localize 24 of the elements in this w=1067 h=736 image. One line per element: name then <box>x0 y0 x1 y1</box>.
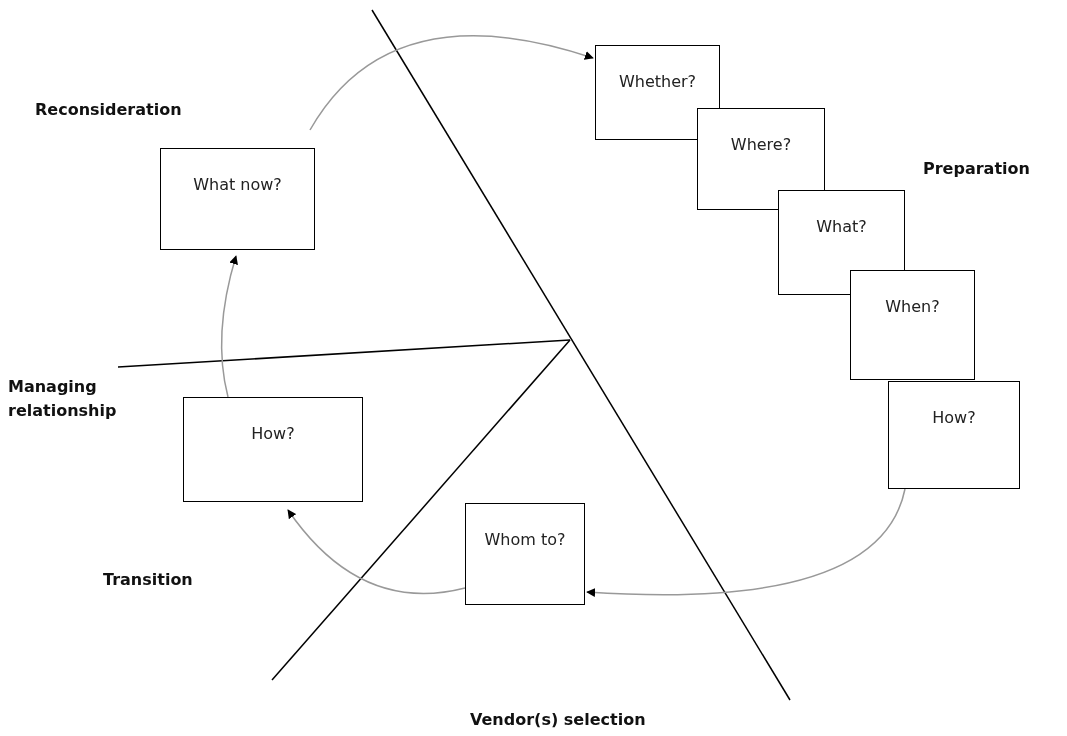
question-text: What? <box>816 217 867 236</box>
question-box <box>465 503 585 605</box>
question-box <box>888 381 1020 489</box>
question-text: How? <box>251 424 295 443</box>
stage-label: Managing relationship <box>8 376 118 422</box>
stage-label: Vendor(s) selection <box>470 709 647 731</box>
question-box <box>160 148 315 250</box>
stage-label: Transition <box>103 569 194 591</box>
question-text: When? <box>885 297 940 316</box>
stage-label: Preparation <box>923 158 1031 180</box>
curved-arrow <box>220 255 239 398</box>
curved-arrow <box>586 488 906 597</box>
question-text: What now? <box>193 175 282 194</box>
curved-arrow <box>287 509 466 595</box>
question-text: Whether? <box>618 72 697 91</box>
question-text: How? <box>932 408 976 427</box>
curved-arrow <box>309 35 594 131</box>
question-box <box>183 397 363 502</box>
question-box <box>595 45 720 140</box>
question-text: Where? <box>730 135 792 154</box>
stage-label: Reconsideration <box>35 99 183 121</box>
question-box <box>850 270 975 380</box>
question-text: Whom to? <box>484 530 566 549</box>
question-box <box>697 108 825 210</box>
